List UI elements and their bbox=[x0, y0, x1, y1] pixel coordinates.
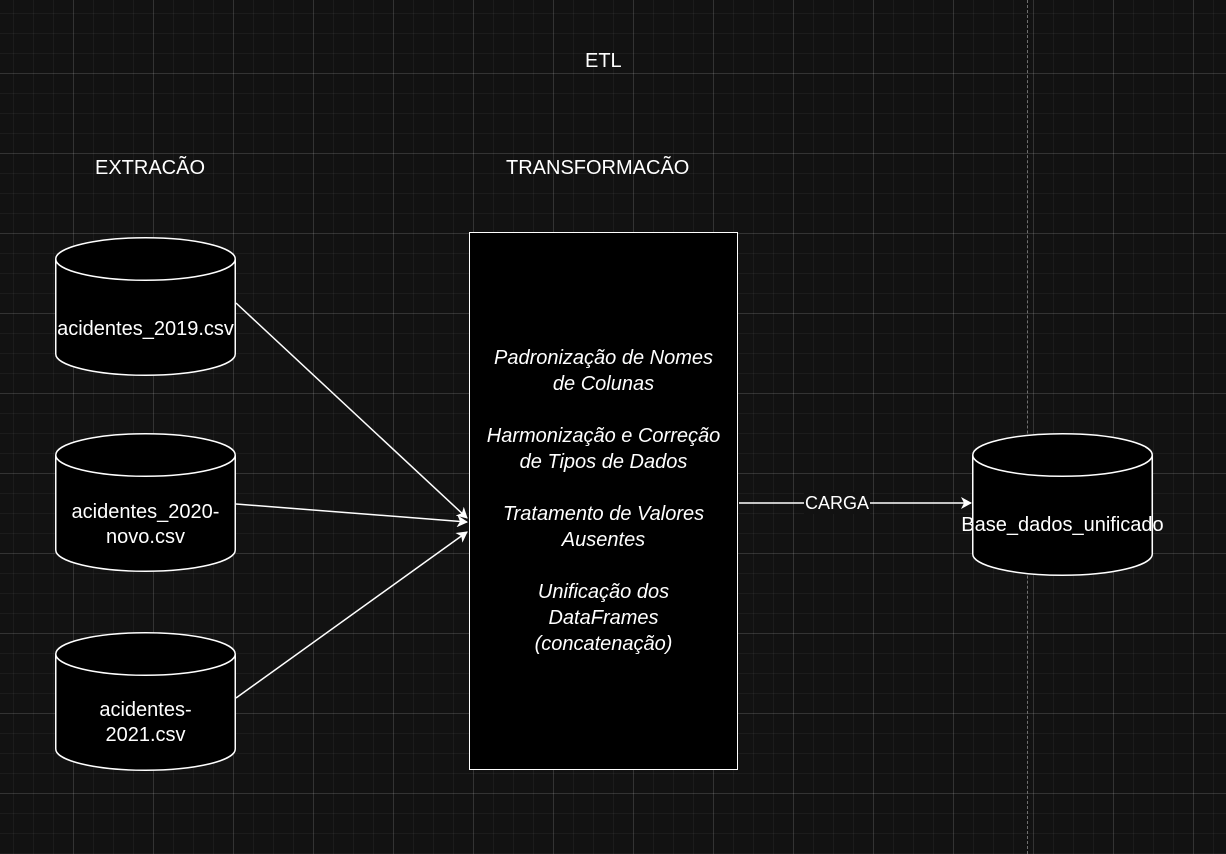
edge-2021-to-transform[interactable] bbox=[235, 531, 468, 699]
source-label: acidentes_2019.csv bbox=[57, 318, 234, 340]
edge-label-carga: CARGA bbox=[804, 492, 871, 514]
step-data-types: Harmonização e Correção de Tipos de Dado… bbox=[486, 425, 721, 473]
cylinder-shape bbox=[972, 433, 1153, 576]
target-label: Base_dados_unificado bbox=[961, 514, 1164, 536]
cylinder-shape bbox=[55, 632, 236, 771]
step-column-names: Padronização de Nomes de Colunas bbox=[493, 347, 713, 395]
target-cylinder[interactable]: Base_dados_unificado bbox=[961, 433, 1164, 576]
step-missing-values: Tratamento de Valores Ausentes bbox=[502, 503, 705, 551]
source-label: acidentes_2020- novo.csv bbox=[71, 501, 220, 548]
stage-label-transformation: TRANSFORMACÃO bbox=[506, 157, 690, 179]
stage-label-extraction: EXTRACÃO bbox=[95, 157, 206, 179]
cylinder-shape bbox=[55, 237, 236, 376]
source-cylinder-2021[interactable]: acidentes- 2021.csv bbox=[55, 632, 236, 771]
cylinder-shape bbox=[55, 433, 236, 572]
page-break-line bbox=[1027, 0, 1028, 854]
transformation-steps: Padronização de Nomes de Colunas Harmoni… bbox=[470, 345, 737, 683]
source-cylinder-2019[interactable]: acidentes_2019.csv bbox=[55, 237, 236, 376]
source-label: acidentes- 2021.csv bbox=[99, 699, 192, 746]
source-cylinder-2020[interactable]: acidentes_2020- novo.csv bbox=[55, 433, 236, 572]
diagram-title: ETL bbox=[585, 50, 622, 72]
edge-2020-to-transform[interactable] bbox=[235, 503, 468, 528]
step-unification: Unificação dos DataFrames (concatenação) bbox=[534, 581, 673, 655]
transformation-box[interactable]: Padronização de Nomes de Colunas Harmoni… bbox=[469, 232, 738, 770]
edge-2019-to-transform[interactable] bbox=[235, 302, 468, 519]
